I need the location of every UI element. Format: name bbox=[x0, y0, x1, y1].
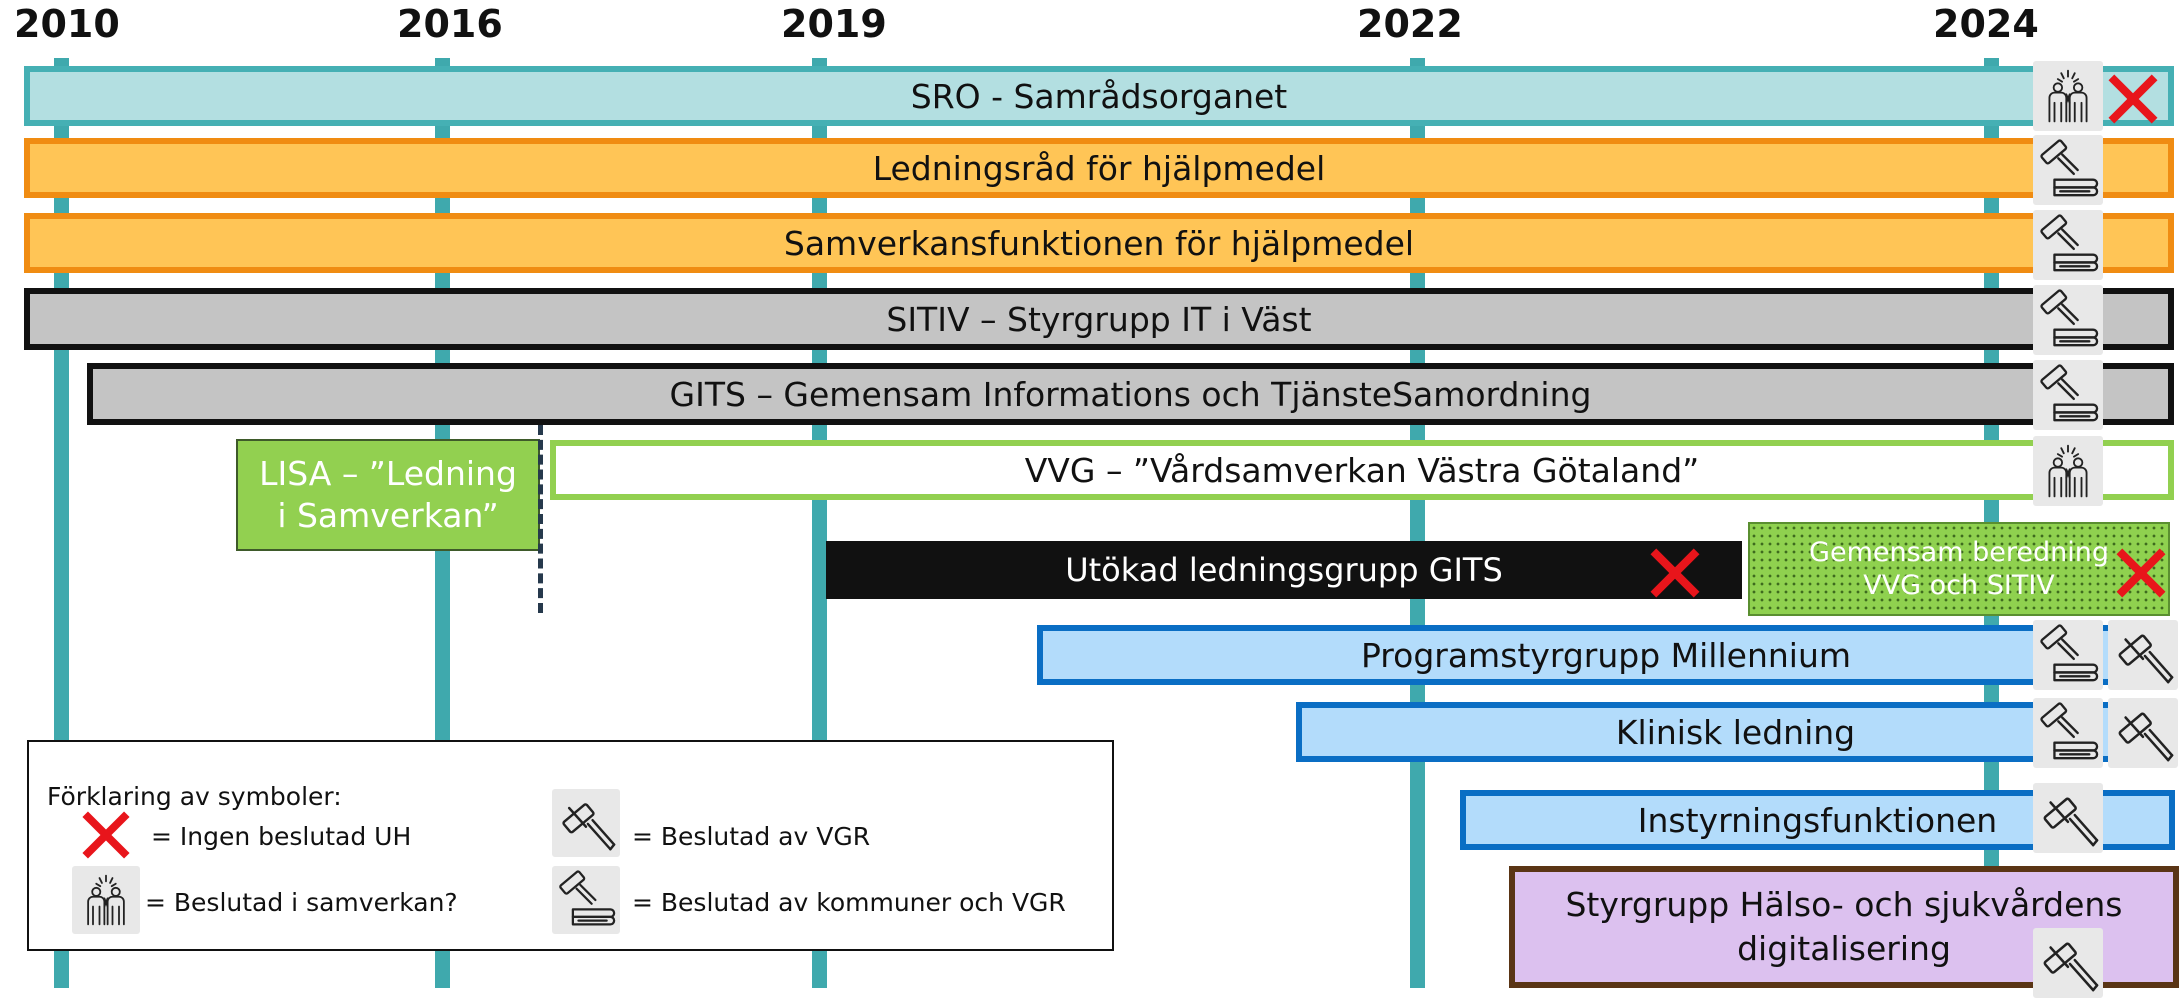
bar-klinisk-label: Klinisk ledning bbox=[1615, 712, 1856, 752]
bar-lisa-label-line1: LISA – ”Ledning bbox=[259, 454, 517, 493]
bar-samverkansfunktionen: Samverkansfunktionen för hjälpmedel bbox=[24, 213, 2174, 273]
gavel-on-block-icon bbox=[2033, 698, 2103, 768]
bar-utokad-label: Utökad ledningsgrupp GITS bbox=[1065, 551, 1503, 589]
lisa-vvg-transition-dashed-line bbox=[538, 425, 543, 613]
people-cooperation-icon bbox=[72, 866, 140, 934]
bar-instyrning-label: Instyrningsfunktionen bbox=[1637, 800, 1998, 840]
gavel-icon bbox=[552, 789, 620, 857]
year-label-2024: 2024 bbox=[1933, 2, 2039, 46]
bar-vvg-label: VVG – ”Vårdsamverkan Västra Götaland” bbox=[1024, 450, 1700, 490]
year-label-2019: 2019 bbox=[781, 2, 887, 46]
gavel-on-block-icon bbox=[2033, 620, 2103, 690]
bar-sitiv: SITIV – Styrgrupp IT i Väst bbox=[24, 288, 2174, 350]
year-label-2022: 2022 bbox=[1357, 2, 1463, 46]
gavel-on-block-icon bbox=[2033, 210, 2103, 280]
bar-utokad-ledningsgrupp: Utökad ledningsgrupp GITS bbox=[826, 541, 1742, 599]
bar-ledningsrad-label: Ledningsråd för hjälpmedel bbox=[872, 148, 1326, 188]
year-label-2016: 2016 bbox=[397, 2, 503, 46]
bar-programstyrgrupp: Programstyrgrupp Millennium bbox=[1037, 625, 2175, 685]
year-label-2010: 2010 bbox=[14, 2, 120, 46]
bar-vvg: VVG – ”Vårdsamverkan Västra Götaland” bbox=[550, 440, 2174, 500]
red-x-icon bbox=[80, 809, 132, 865]
symbol-legend: Förklaring av symboler: = Ingen beslutad… bbox=[27, 740, 1114, 951]
gavel-icon bbox=[2108, 698, 2178, 768]
people-cooperation-icon bbox=[2033, 436, 2103, 506]
bar-sro: SRO - Samrådsorganet bbox=[24, 66, 2174, 126]
legend-beslutad-samverkan: = Beslutad i samverkan? bbox=[145, 888, 458, 917]
gavel-on-block-icon bbox=[2033, 285, 2103, 355]
red-x-icon bbox=[1648, 546, 1702, 604]
bar-gemensam-beredning: Gemensam beredning VVG och SITIV bbox=[1748, 522, 2170, 616]
legend-beslutad-vgr: = Beslutad av VGR bbox=[632, 822, 871, 851]
bar-styrgrupp-label-line2: digitalisering bbox=[1737, 929, 1951, 968]
bar-gits: GITS – Gemensam Informations och Tjänste… bbox=[87, 363, 2174, 425]
legend-beslutad-kommuner-vgr: = Beslutad av kommuner och VGR bbox=[632, 888, 1066, 917]
gavel-icon bbox=[2108, 620, 2178, 690]
bar-gemensam-label-line2: VVG och SITIV bbox=[1863, 570, 2055, 601]
bar-gemensam-label-line1: Gemensam beredning bbox=[1809, 537, 2109, 568]
bar-styrgrupp-digitalisering: Styrgrupp Hälso- och sjukvårdens digital… bbox=[1509, 866, 2179, 988]
bar-sitiv-label: SITIV – Styrgrupp IT i Väst bbox=[886, 299, 1312, 339]
bar-sro-label: SRO - Samrådsorganet bbox=[910, 76, 1288, 116]
legend-title: Förklaring av symboler: bbox=[47, 782, 342, 811]
people-cooperation-icon bbox=[2033, 61, 2103, 131]
bar-klinisk-ledning: Klinisk ledning bbox=[1296, 702, 2175, 762]
bar-programstyrgrupp-label: Programstyrgrupp Millennium bbox=[1360, 635, 1852, 675]
bar-lisa-label-line2: i Samverkan” bbox=[277, 496, 499, 535]
gavel-icon bbox=[2033, 783, 2103, 853]
gavel-on-block-icon bbox=[2033, 135, 2103, 205]
legend-ingen-beslutad: = Ingen beslutad UH bbox=[151, 822, 412, 851]
gavel-on-block-icon bbox=[552, 866, 620, 934]
red-x-icon bbox=[2106, 72, 2160, 130]
gavel-on-block-icon bbox=[2033, 360, 2103, 430]
bar-styrgrupp-label-line1: Styrgrupp Hälso- och sjukvårdens bbox=[1565, 885, 2123, 924]
gavel-icon bbox=[2033, 928, 2103, 998]
bar-samverkansfunktionen-label: Samverkansfunktionen för hjälpmedel bbox=[783, 223, 1415, 263]
bar-gits-label: GITS – Gemensam Informations och Tjänste… bbox=[669, 374, 1592, 414]
bar-ledningsrad: Ledningsråd för hjälpmedel bbox=[24, 138, 2174, 198]
bar-lisa: LISA – ”Ledning i Samverkan” bbox=[236, 439, 540, 551]
red-x-icon bbox=[2114, 546, 2168, 604]
